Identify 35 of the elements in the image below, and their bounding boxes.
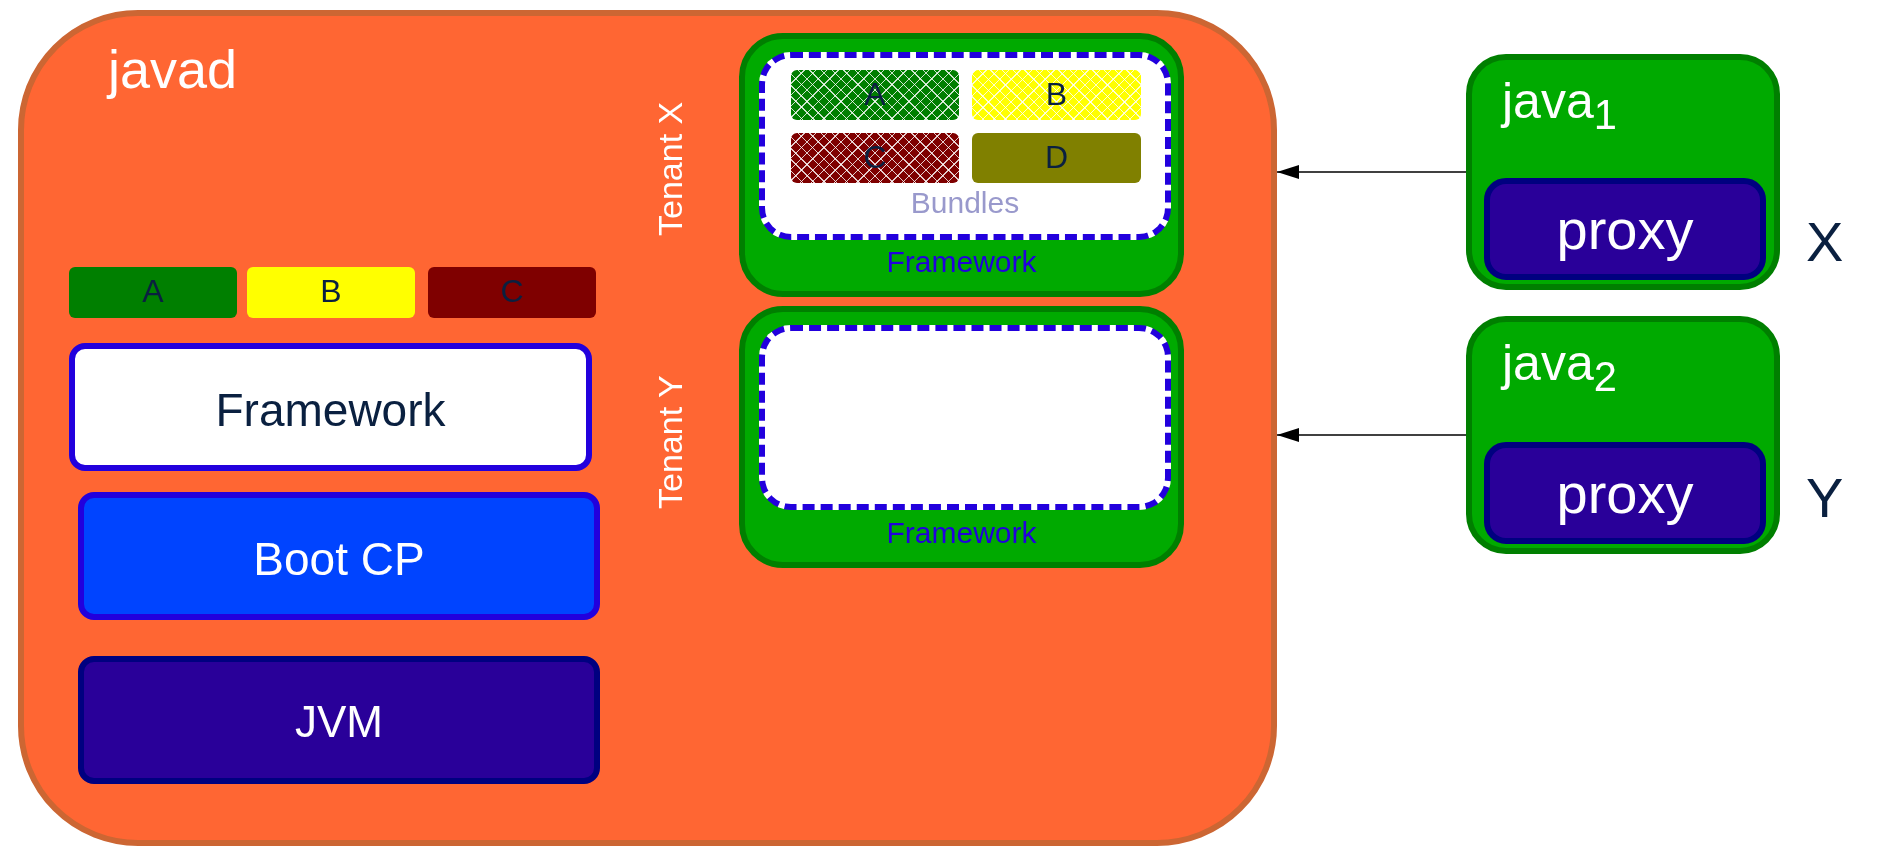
bundles-area xyxy=(759,325,1171,510)
bundle-block xyxy=(972,70,1141,120)
process-box xyxy=(1466,54,1780,290)
box-label: Framework xyxy=(214,387,447,433)
box-label: B xyxy=(319,275,343,307)
tenant-label: Tenant Y xyxy=(653,374,687,511)
bundle-block xyxy=(69,267,237,318)
arrow xyxy=(1276,165,1467,179)
process-box xyxy=(1466,316,1780,554)
process-title: java$_{1}$ xyxy=(1502,76,1617,136)
box-label: Framework xyxy=(885,518,1038,548)
box-label: Boot CP xyxy=(252,536,426,582)
framework-block xyxy=(69,343,592,471)
box-label: JVM xyxy=(294,700,384,744)
bundle-block xyxy=(247,267,415,318)
arrow xyxy=(1276,428,1467,442)
process-side-label: Y xyxy=(1806,470,1844,526)
tenant-label: Tenant X xyxy=(653,100,687,239)
box-label: A xyxy=(141,275,165,307)
jvm-block xyxy=(78,656,600,784)
bundle-block xyxy=(791,133,959,183)
bundles-area xyxy=(759,52,1171,240)
box-label: C xyxy=(499,275,525,307)
proxy-block xyxy=(1484,442,1766,544)
process-side-label: X xyxy=(1806,214,1844,270)
proxy-block xyxy=(1484,178,1766,280)
bundle-block xyxy=(428,267,596,318)
daemon-container xyxy=(18,10,1277,846)
area-label: Bundles xyxy=(909,188,1021,218)
process-title: java$_{2}$ xyxy=(1502,338,1617,398)
bundle-block xyxy=(972,133,1141,183)
box-label: Framework xyxy=(885,247,1038,277)
bundle-block xyxy=(791,70,959,120)
classpath-block xyxy=(78,492,600,620)
box-label: D xyxy=(1043,141,1070,173)
